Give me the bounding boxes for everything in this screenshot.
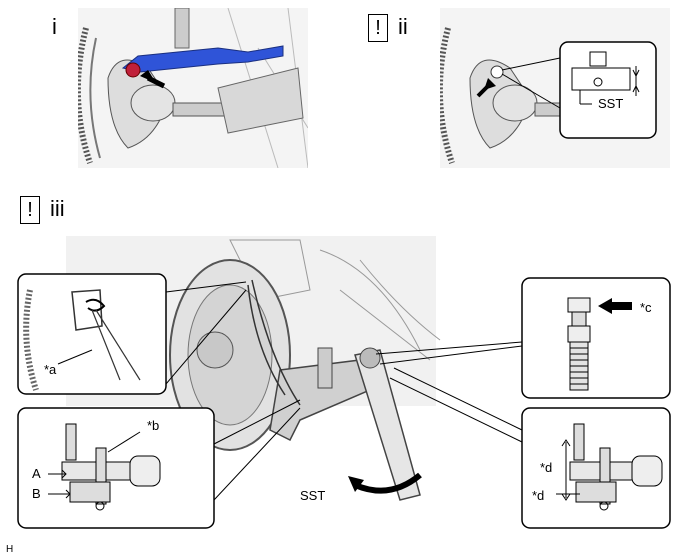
step-i-panel bbox=[74, 7, 309, 169]
step-ii-panel bbox=[436, 8, 670, 168]
step-i-illustration bbox=[74, 7, 309, 169]
step-ii-label: ii bbox=[398, 14, 408, 39]
step-i-label: i bbox=[52, 14, 57, 39]
callout-letter-b: B bbox=[32, 486, 41, 501]
step-ii-caution-icon: ! bbox=[368, 14, 388, 42]
callout-b: *b bbox=[147, 418, 160, 433]
callout-a: *a bbox=[44, 362, 57, 377]
sst-inset-label: SST bbox=[598, 96, 624, 111]
step-iii-drawing bbox=[17, 236, 671, 529]
step-ii-illustration bbox=[436, 8, 670, 168]
callout-letter-a: A bbox=[32, 466, 41, 481]
document-code: H bbox=[6, 544, 14, 555]
sst-main-label: SST bbox=[300, 488, 326, 503]
callout-d-lower: *d bbox=[532, 488, 545, 503]
callout-d-upper: *d bbox=[540, 460, 553, 475]
step-iii-caution-icon: ! bbox=[20, 196, 40, 224]
callout-c: *c bbox=[640, 300, 652, 315]
step-iii-label: iii bbox=[50, 196, 65, 221]
step-iii-main-illustration bbox=[0, 230, 688, 540]
